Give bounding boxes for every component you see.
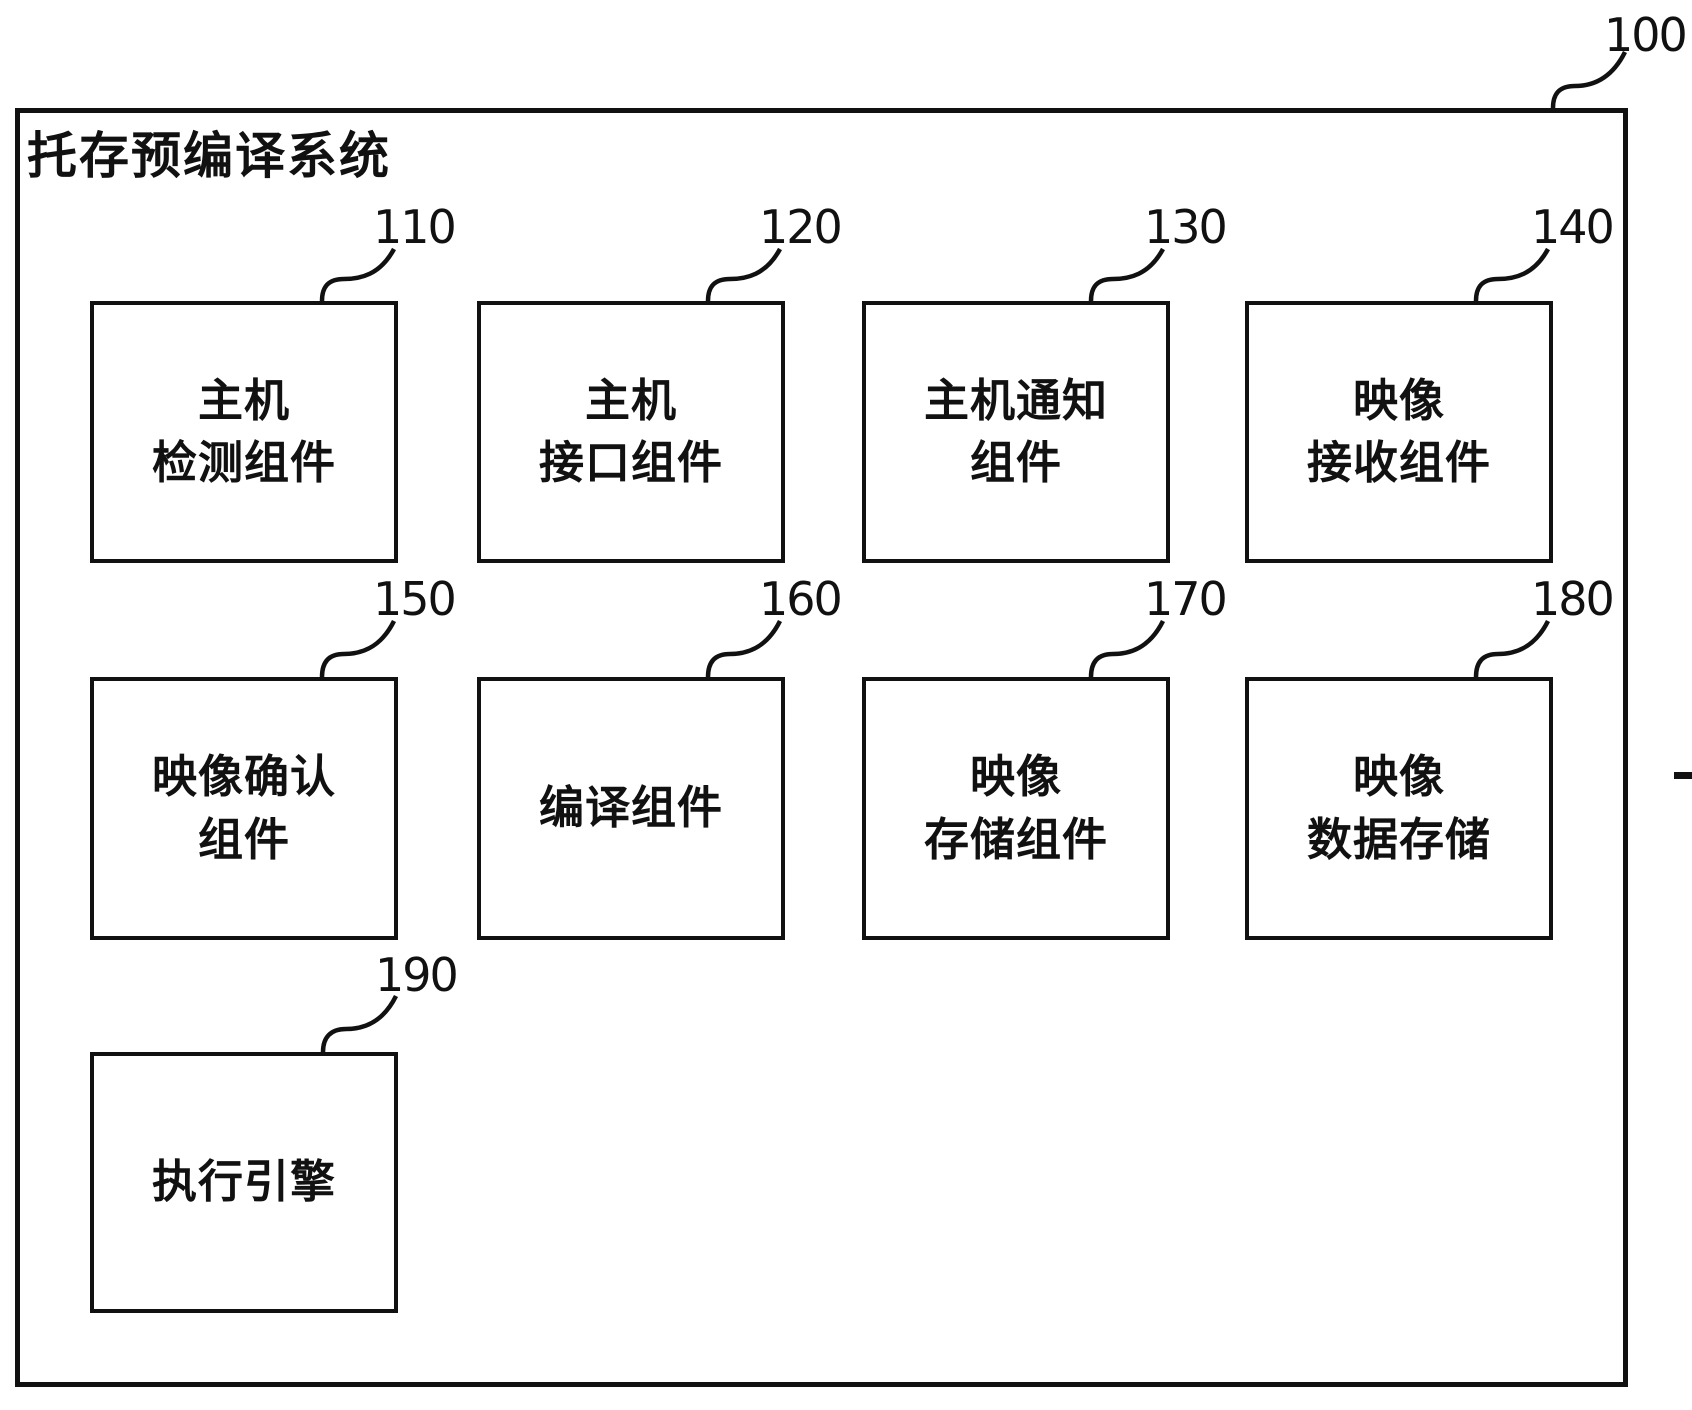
component-label-line1: 映像确认 [152, 746, 336, 808]
component-box-image-data-store: 映像 数据存储 [1245, 677, 1553, 940]
ref-label-190: 190 [375, 948, 457, 1002]
component-box-execution-engine: 执行引擎 [90, 1052, 398, 1313]
ref-label-130: 130 [1144, 200, 1226, 254]
ref-label-140: 140 [1531, 200, 1613, 254]
component-label-line1: 主机 [585, 370, 677, 432]
ref-label-150: 150 [373, 572, 455, 626]
component-box-image-receiving: 映像 接收组件 [1245, 301, 1553, 563]
component-box-image-validation: 映像确认 组件 [90, 677, 398, 940]
component-label-line1: 执行引擎 [152, 1151, 336, 1213]
component-label-line2: 接口组件 [539, 432, 723, 494]
component-label-line1: 主机 [198, 370, 290, 432]
component-box-host-notification: 主机通知 组件 [862, 301, 1170, 563]
component-label-line1: 主机通知 [924, 370, 1108, 432]
ref-label-170: 170 [1144, 572, 1226, 626]
component-box-host-interface: 主机 接口组件 [477, 301, 785, 563]
component-box-host-detection: 主机 检测组件 [90, 301, 398, 563]
component-label-line2: 接收组件 [1307, 432, 1491, 494]
component-label-line1: 映像 [1353, 746, 1445, 808]
component-label-line2: 组件 [198, 809, 290, 871]
component-label-line2: 存储组件 [924, 809, 1108, 871]
component-box-compilation: 编译组件 [477, 677, 785, 940]
component-label-line1: 编译组件 [539, 777, 723, 839]
component-label-line1: 映像 [1353, 370, 1445, 432]
scan-artifact-dash [1674, 772, 1692, 779]
component-box-image-storage: 映像 存储组件 [862, 677, 1170, 940]
ref-label-100: 100 [1604, 8, 1686, 62]
component-label-line1: 映像 [970, 746, 1062, 808]
component-label-line2: 数据存储 [1307, 809, 1491, 871]
ref-label-110: 110 [373, 200, 455, 254]
component-label-line2: 组件 [970, 432, 1062, 494]
ref-label-180: 180 [1531, 572, 1613, 626]
system-title: 托存预编译系统 [27, 116, 391, 188]
ref-label-160: 160 [759, 572, 841, 626]
ref-label-120: 120 [759, 200, 841, 254]
component-label-line2: 检测组件 [152, 432, 336, 494]
